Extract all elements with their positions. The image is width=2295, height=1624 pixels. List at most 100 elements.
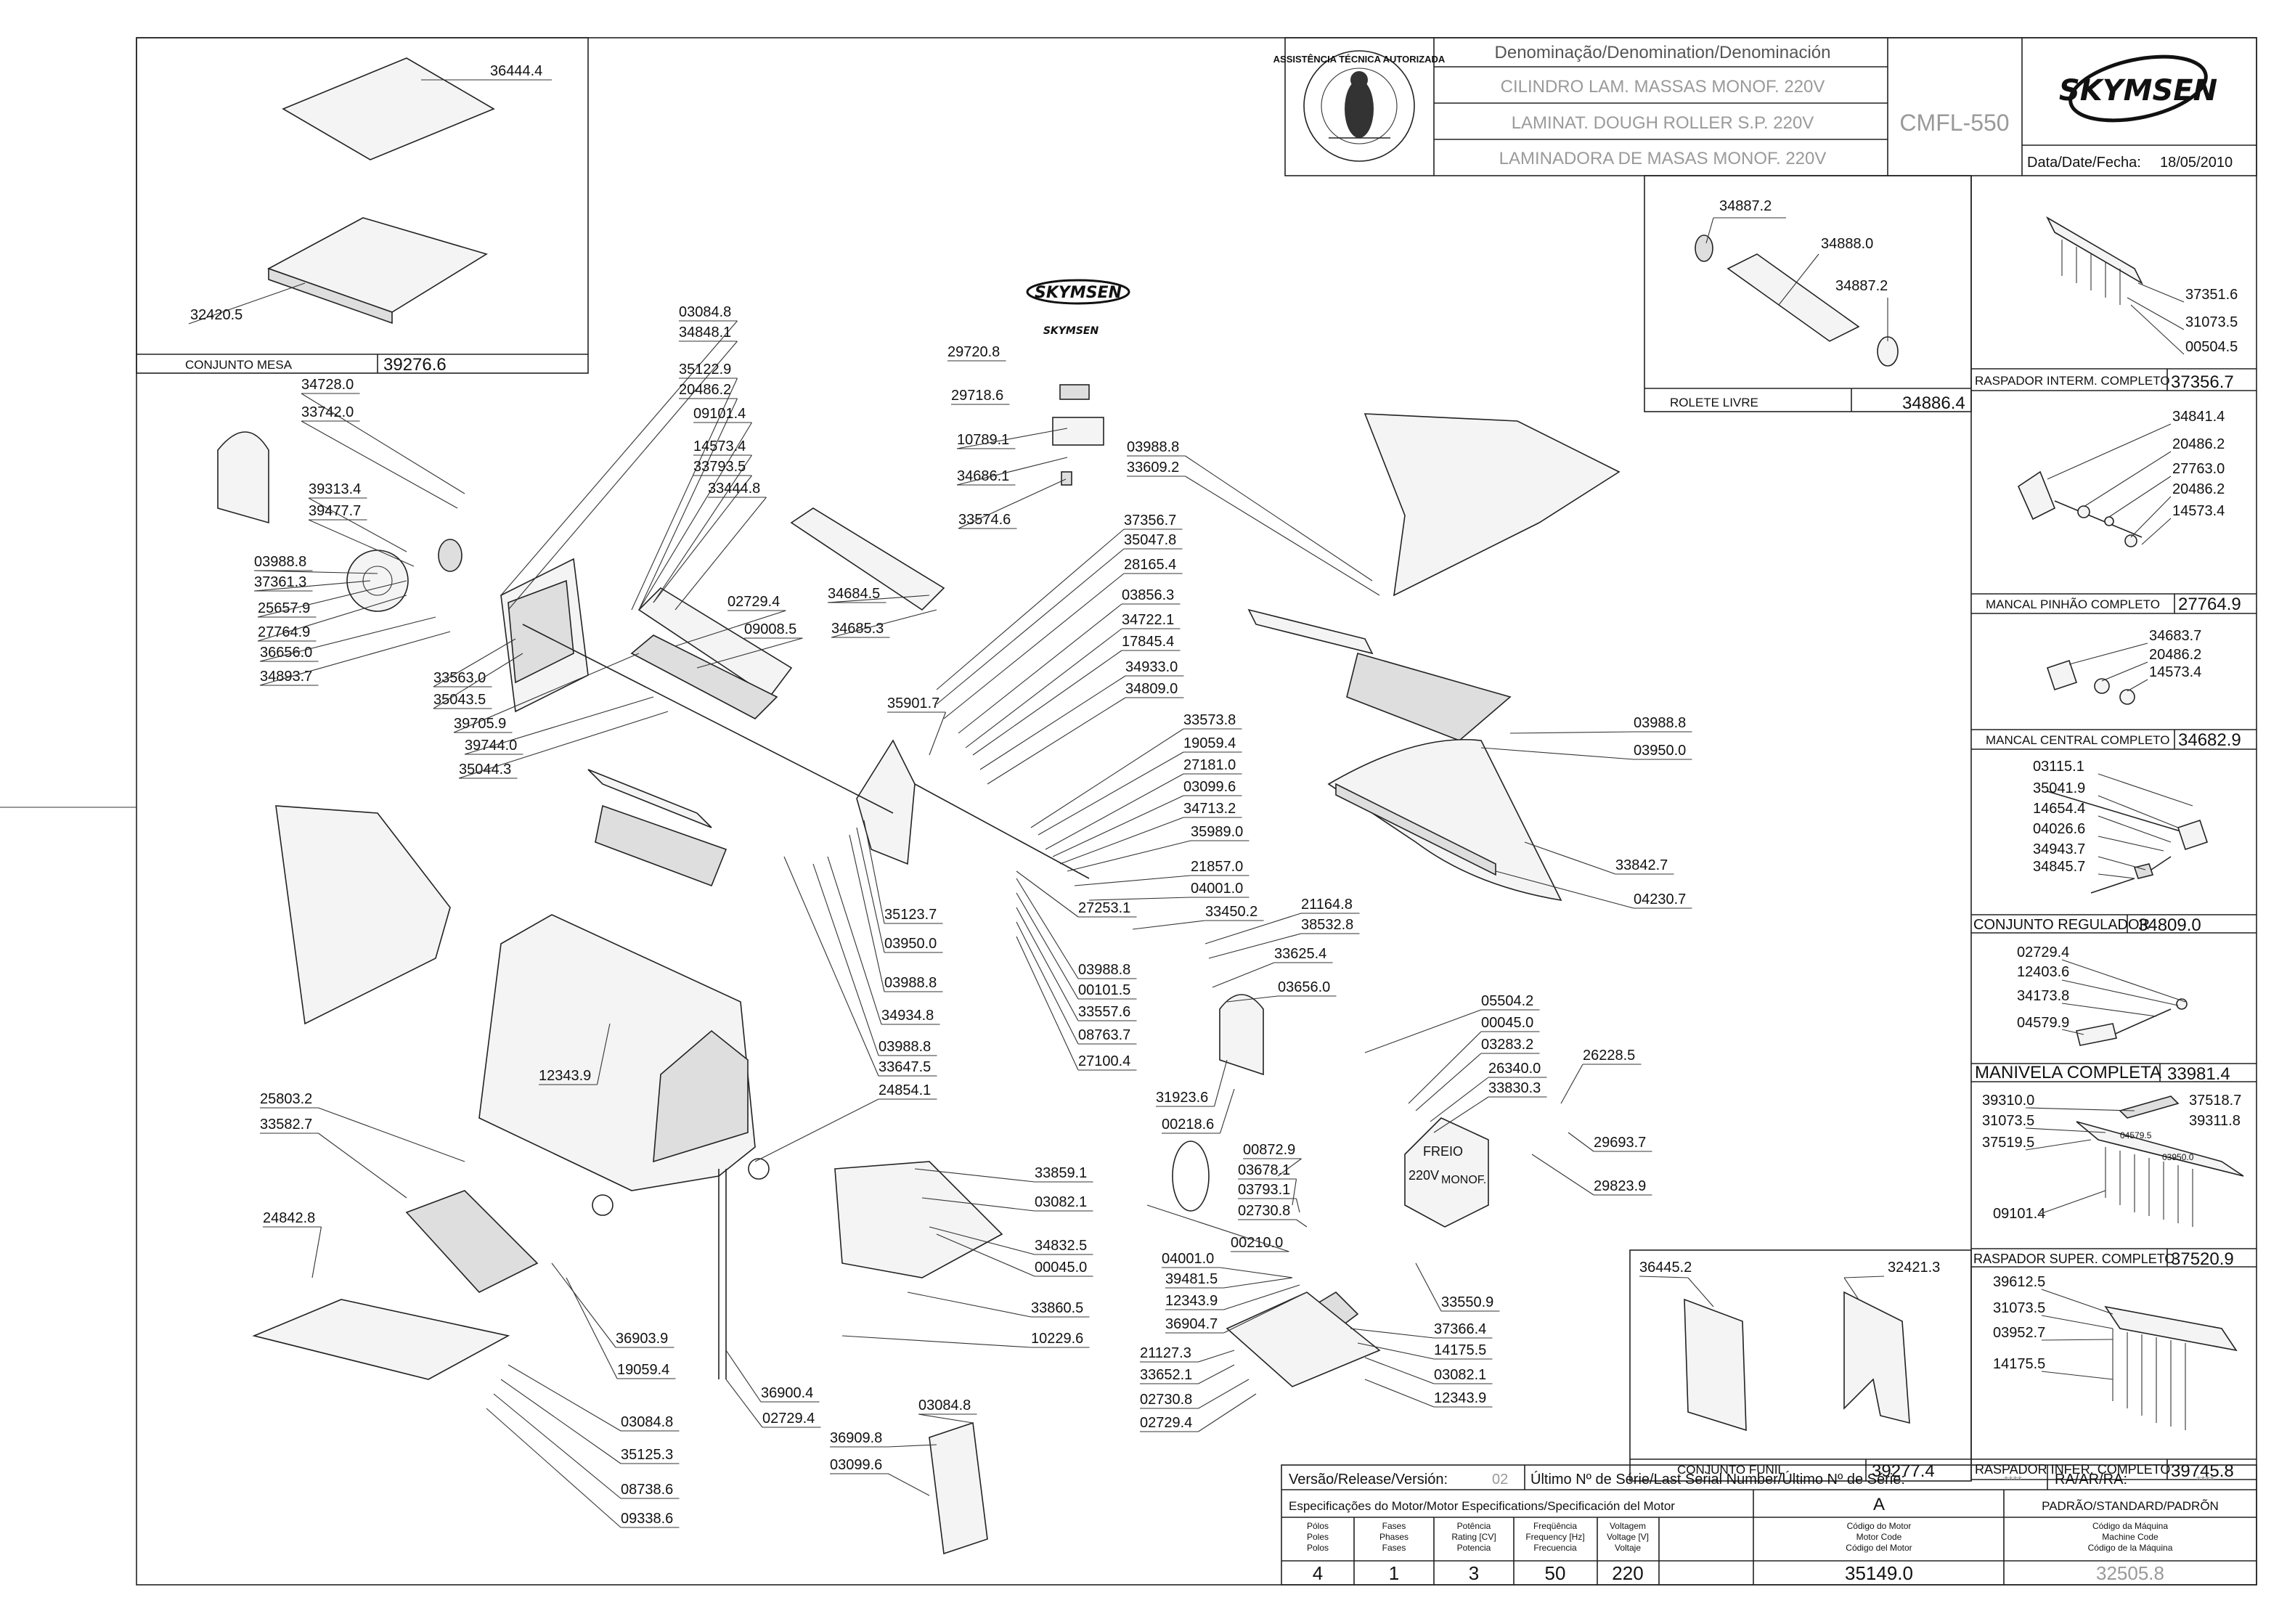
motor-spec-table: Versão/Release/Versión: 02 Último Nº de … xyxy=(1281,1464,2257,1586)
part-label: 34173.8 xyxy=(2017,988,2069,1004)
leader-line xyxy=(1295,1198,1300,1213)
spec-column-label: Freqüência xyxy=(1533,1521,1577,1531)
part-label: 39313.4 xyxy=(309,481,361,497)
part-label: 14573.4 xyxy=(2149,664,2201,680)
part-label: 32421.3 xyxy=(1888,1260,1940,1276)
leader-line xyxy=(1495,870,1634,909)
leader-line xyxy=(856,827,885,953)
leader-line xyxy=(958,603,1122,734)
part-label: 08738.6 xyxy=(621,1482,673,1498)
leader-line xyxy=(888,1444,937,1448)
leader-line xyxy=(493,1393,621,1499)
part-label: 02729.4 xyxy=(2017,944,2069,960)
leader-line xyxy=(259,631,451,686)
part-label: 39612.5 xyxy=(1993,1274,2045,1290)
skymsen-logo: SKYMSEN xyxy=(2059,54,2217,123)
part-label: 33830.3 xyxy=(1488,1080,1541,1096)
part-label: 09101.4 xyxy=(1993,1206,2045,1222)
leader-line xyxy=(253,570,378,574)
part-label: 20486.2 xyxy=(2172,481,2225,497)
part-label: 04230.7 xyxy=(1634,891,1686,907)
authorized-service-seal: ASSISTÊNCIA TÉCNICA AUTORIZADA xyxy=(1273,50,1446,162)
part-label: 34943.7 xyxy=(2033,841,2085,857)
title-block: ASSISTÊNCIA TÉCNICA AUTORIZADA Denominaç… xyxy=(1273,37,2257,176)
part-label: 27763.0 xyxy=(2172,461,2225,477)
leader-line xyxy=(956,457,1068,486)
leader-line xyxy=(1364,1009,1482,1053)
leader-line xyxy=(1208,933,1302,959)
part-label: 33860.5 xyxy=(1031,1300,1083,1316)
leader-line xyxy=(1277,1158,1302,1177)
spec-column-value: 3 xyxy=(1469,1562,1479,1584)
part-label: 03082.1 xyxy=(1434,1367,1486,1383)
model-code: CMFL-550 xyxy=(1899,110,2009,136)
leader-line xyxy=(500,320,738,596)
part-label: 33793.5 xyxy=(693,459,746,475)
part-label: 03656.0 xyxy=(1278,979,1330,995)
leader-line xyxy=(638,422,752,611)
part-label: 02730.8 xyxy=(1238,1203,1290,1219)
leader-line xyxy=(1016,936,1079,1071)
part-label: 04579.9 xyxy=(2017,1015,2069,1031)
subassembly-name: RASPADOR INFER. COMPLETO xyxy=(1975,1462,2170,1477)
spec-column-value: 4 xyxy=(1313,1562,1323,1584)
part-label: 34686.1 xyxy=(957,468,1009,484)
leader-line xyxy=(1433,1096,1489,1133)
leader-line xyxy=(500,1379,621,1464)
date-label: Data/Date/Fecha: xyxy=(2027,155,2141,171)
leader-line xyxy=(754,1098,879,1162)
part-label: 33647.5 xyxy=(879,1059,931,1075)
name-en: LAMINAT. DOUGH ROLLER S.P. 220V xyxy=(1512,113,1814,133)
leader-line xyxy=(936,1233,1035,1277)
leader-line xyxy=(318,1107,465,1162)
motor-spec-header: Especificações do Motor/Motor Especifica… xyxy=(1289,1499,1675,1513)
spec-column-label: Polos xyxy=(1307,1543,1329,1553)
leader-line xyxy=(914,1168,1035,1183)
part-label: 03115.1 xyxy=(2033,759,2084,775)
part-label: 34728.0 xyxy=(301,377,354,393)
ra-label: RA/AR/RA: xyxy=(2055,1472,2127,1488)
part-label: 03950.0 xyxy=(1634,743,1686,759)
part-label: 34893.7 xyxy=(260,669,312,685)
leader-line xyxy=(1415,1262,1442,1312)
subassembly-name: CONJUNTO REGULADOR xyxy=(1973,917,2150,933)
ra-value: **** xyxy=(2196,1474,2214,1487)
part-label: 04001.0 xyxy=(1191,881,1243,897)
leader-line xyxy=(1364,1379,1435,1408)
svg-text:SKYMSEN: SKYMSEN xyxy=(1043,325,1099,337)
subassembly-code: 34809.0 xyxy=(2138,915,2201,935)
part-label: 34887.2 xyxy=(1835,278,1888,294)
leader-line xyxy=(638,398,738,611)
part-label: 34888.0 xyxy=(1821,236,1873,252)
subassembly-code: 37520.9 xyxy=(2171,1249,2234,1269)
part-label: 20486.2 xyxy=(2149,647,2201,663)
part-label: 33563.0 xyxy=(433,670,486,686)
part-label: 36444.4 xyxy=(490,63,542,79)
leader-line xyxy=(1223,1284,1300,1310)
leader-line xyxy=(253,580,371,592)
subassembly-name: CONJUNTO FUNIL xyxy=(1677,1463,1785,1477)
leader-line xyxy=(653,475,752,603)
part-label: 14175.5 xyxy=(1434,1342,1486,1358)
spec-column-label: Código da Máquina xyxy=(2092,1521,2168,1531)
part-label: 26228.5 xyxy=(1583,1048,1635,1064)
funil-box: 36445.2 32421.3 CONJUNTO FUNIL 39277.4 xyxy=(1629,1249,1972,1482)
part-label: 00045.0 xyxy=(1481,1015,1533,1031)
leader-line xyxy=(1052,795,1184,857)
subassembly-name: MANIVELA COMPLETA xyxy=(1975,1063,2161,1082)
leader-line xyxy=(1074,875,1191,886)
part-label: 27764.9 xyxy=(258,624,310,640)
leader-line xyxy=(1568,1132,1594,1152)
leader-line xyxy=(696,637,803,669)
leader-line xyxy=(863,820,885,924)
part-label: 20486.2 xyxy=(679,382,731,398)
leader-line xyxy=(1226,995,1279,1003)
part-label: 27253.1 xyxy=(1078,900,1130,916)
seal-text: ASSISTÊNCIA TÉCNICA AUTORIZADA xyxy=(1273,54,1446,65)
spec-column-label: Poles xyxy=(1307,1532,1329,1542)
part-label: 08763.7 xyxy=(1078,1027,1130,1043)
part-label: 09008.5 xyxy=(744,621,796,637)
part-label: 03988.8 xyxy=(884,975,937,991)
part-label: 34809.0 xyxy=(1125,681,1178,697)
part-label: 02729.4 xyxy=(762,1411,815,1427)
